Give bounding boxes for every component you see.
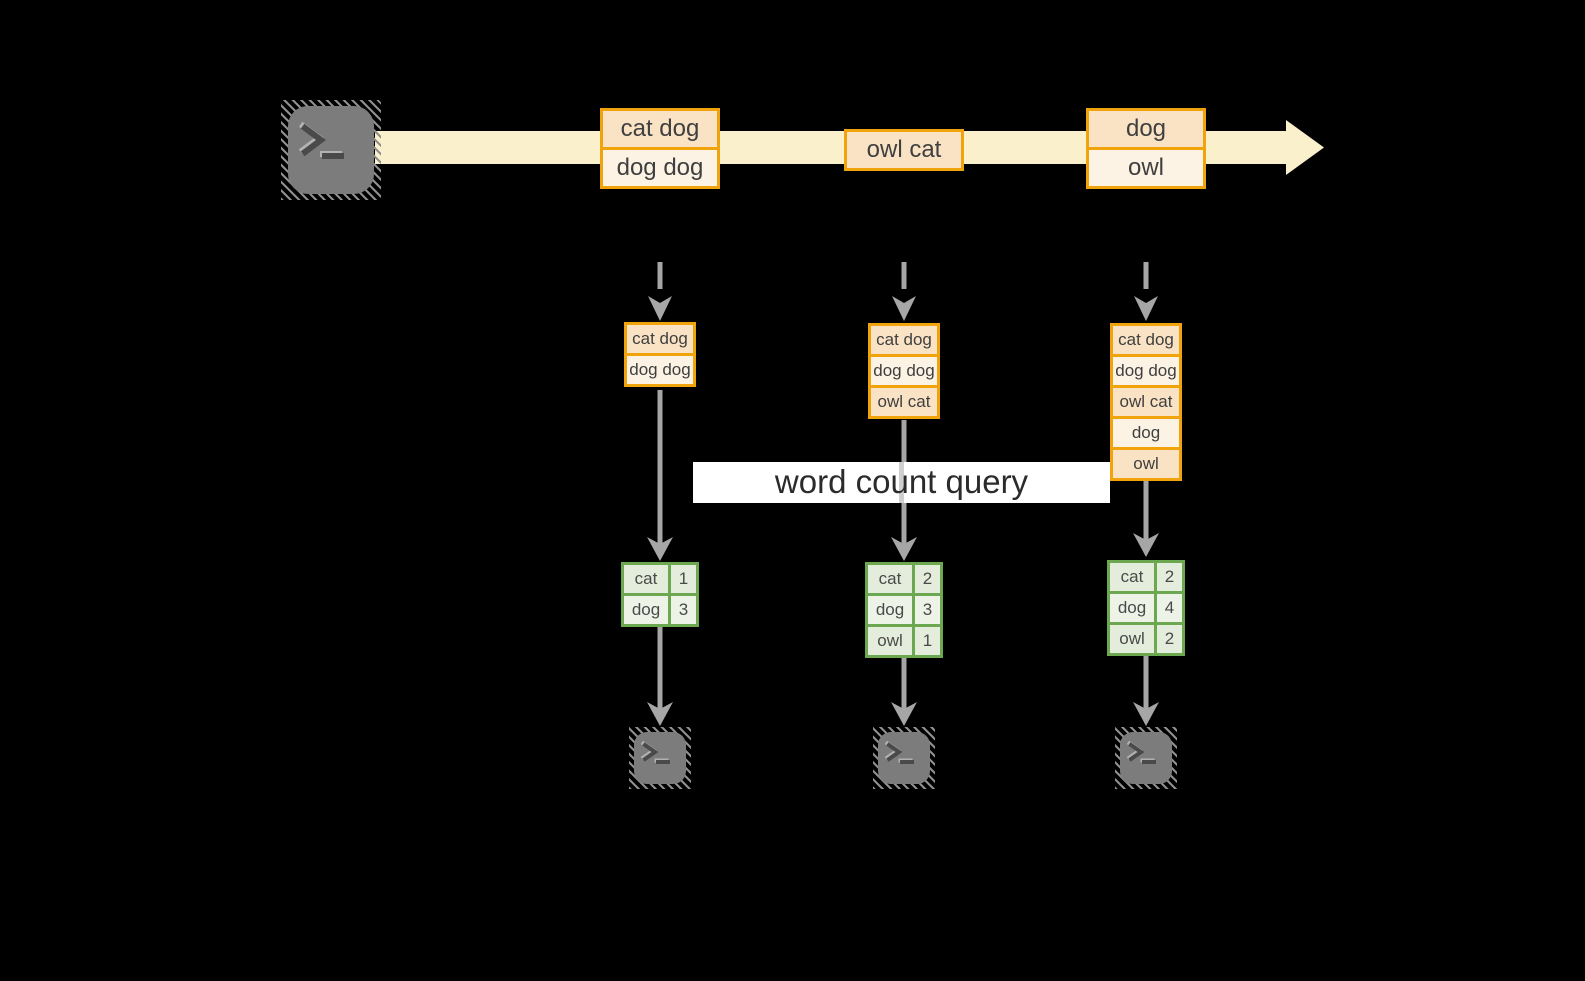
count-value: 2 [1157,563,1182,591]
buffer-list-3: cat dog dog dog owl cat dog owl [1110,323,1182,481]
count-value: 2 [1157,625,1182,653]
buffer-record: cat dog [871,326,937,354]
buffer-list-2: cat dog dog dog owl cat [868,323,940,419]
count-table-2: cat 2 dog 3 owl 1 [865,562,943,658]
buffer-record: owl [1113,450,1179,478]
count-value: 1 [915,627,940,655]
count-value: 3 [671,596,696,624]
stream-record: dog [1089,111,1203,147]
terminal-icon [873,727,935,789]
sink-arrows [647,627,1159,726]
terminal-icon-body [288,106,374,194]
stream-event-1: cat dog dog dog [600,108,720,189]
count-table-1: cat 1 dog 3 [621,562,699,627]
buffer-record: cat dog [627,325,693,353]
count-value: 1 [671,565,696,593]
count-value: 3 [915,596,940,624]
buffer-record: dog dog [1113,357,1179,385]
terminal-icon-body [1120,732,1172,784]
buffer-record: dog [1113,419,1179,447]
terminal-icon-body [878,732,930,784]
buffer-record: cat dog [1113,326,1179,354]
count-word: cat [624,565,668,593]
terminal-icon [281,100,381,200]
arrow-through-banner [899,462,904,503]
prompt-icon [298,121,344,159]
stream-event-2: owl cat [844,129,964,171]
buffer-record: owl cat [1113,388,1179,416]
count-word: cat [1110,563,1154,591]
stream-record: cat dog [603,111,717,147]
query-banner-label: word count query [774,463,1029,500]
terminal-icon [1115,727,1177,789]
count-table-3: cat 2 dog 4 owl 2 [1107,560,1185,656]
count-word: owl [1110,625,1154,653]
count-word: owl [868,627,912,655]
buffer-record: dog dog [627,356,693,384]
count-value: 4 [1157,594,1182,622]
buffer-record: dog dog [871,357,937,385]
stream-record: owl [1089,150,1203,186]
dashed-drop-arrows [648,262,1158,321]
count-value: 2 [915,565,940,593]
terminal-icon [629,727,691,789]
terminal-icon-body [634,732,686,784]
buffer-list-1: cat dog dog dog [624,322,696,387]
stream-event-3: dog owl [1086,108,1206,189]
prompt-icon [640,740,670,764]
stream-record: owl cat [847,132,961,168]
query-banner: word count query [693,462,1110,503]
count-word: cat [868,565,912,593]
count-word: dog [868,596,912,624]
count-word: dog [1110,594,1154,622]
stream-record: dog dog [603,150,717,186]
prompt-icon [884,740,914,764]
count-word: dog [624,596,668,624]
prompt-icon [1126,740,1156,764]
buffer-record: owl cat [871,388,937,416]
